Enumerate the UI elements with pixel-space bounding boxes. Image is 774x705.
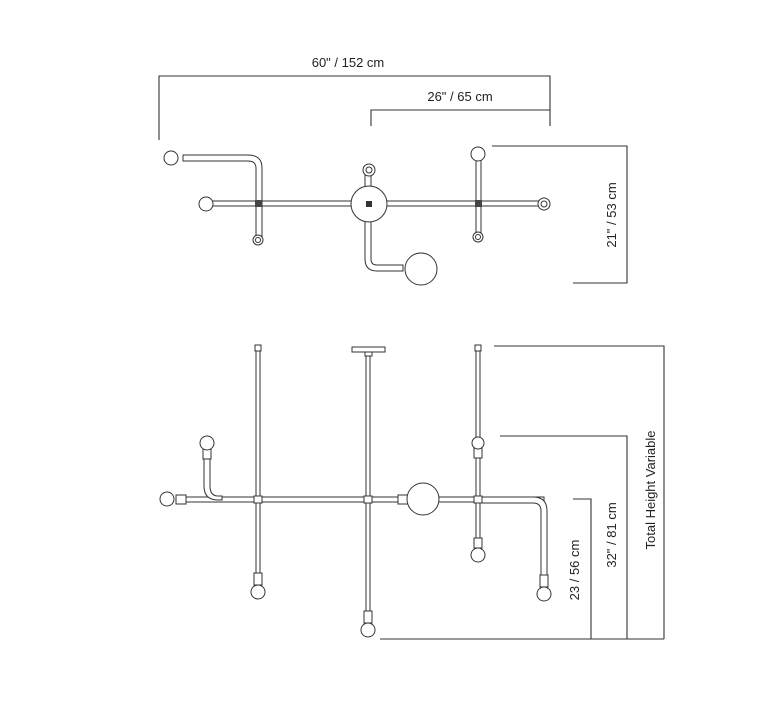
side-socket-left-down [253, 572, 263, 586]
side-bulb-right-up [471, 436, 485, 450]
total-height-label: Total Height Variable [643, 431, 658, 550]
side-socket-left [175, 494, 187, 505]
top-cap-right-inner [540, 200, 548, 208]
top-center-arm [364, 174, 404, 272]
side-socket-far-right [539, 574, 549, 588]
top-right-arm [475, 157, 482, 239]
side-bulb-far-right [536, 586, 552, 602]
side-joint-center [363, 495, 373, 504]
side-joint-left [253, 495, 263, 504]
top-view: 60" / 152 cm 26" / 65 cm 21" / 53 cm [158, 55, 628, 286]
side-canopy-neck [364, 351, 373, 357]
top-canopy-joint [366, 201, 372, 207]
side-socket-right-down [473, 537, 483, 549]
side-bulb-center [360, 622, 376, 638]
side-globe [406, 482, 440, 516]
top-bulb-left-upper [163, 150, 179, 166]
top-joint-left [255, 200, 262, 207]
top-cap-center-inner [365, 166, 373, 174]
top-cap-right-lower-inner [475, 234, 481, 240]
side-view: Total Height Variable 32" / 81 cm 23 / 5… [159, 344, 665, 640]
top-bulb-left [198, 196, 214, 212]
top-cap-left-lower-inner [255, 237, 261, 243]
depth-line [492, 145, 628, 284]
overall-width-label: 60" / 152 cm [312, 55, 385, 70]
side-bulb-left-up [199, 435, 215, 451]
height-a-line [500, 435, 628, 639]
height-b-line [573, 498, 592, 639]
height-a-label: 32" / 81 cm [604, 502, 619, 567]
side-left-arm [203, 451, 223, 501]
side-rod-left [255, 350, 261, 574]
side-canopy [351, 346, 386, 353]
side-joint-right [473, 495, 483, 504]
partial-width-label: 26" / 65 cm [427, 89, 492, 104]
height-b-label: 23 / 56 cm [567, 540, 582, 601]
side-bulb-left-down [250, 584, 266, 600]
side-rod-right-cap [474, 344, 482, 352]
side-bulb-right-down [470, 547, 486, 563]
side-right-arm [480, 496, 548, 576]
side-rod-left-cap [254, 344, 262, 352]
partial-width-line [370, 109, 550, 126]
overall-width-line [158, 75, 551, 140]
top-joint-right [475, 200, 482, 207]
depth-label: 21" / 53 cm [604, 182, 619, 247]
side-socket-center [363, 610, 373, 624]
top-globe [404, 252, 438, 286]
total-height-line [494, 345, 665, 639]
top-left-arm [182, 154, 263, 239]
side-bulb-left [159, 491, 175, 507]
side-rod-center [365, 355, 371, 612]
top-bulb-right-upper [470, 146, 486, 162]
